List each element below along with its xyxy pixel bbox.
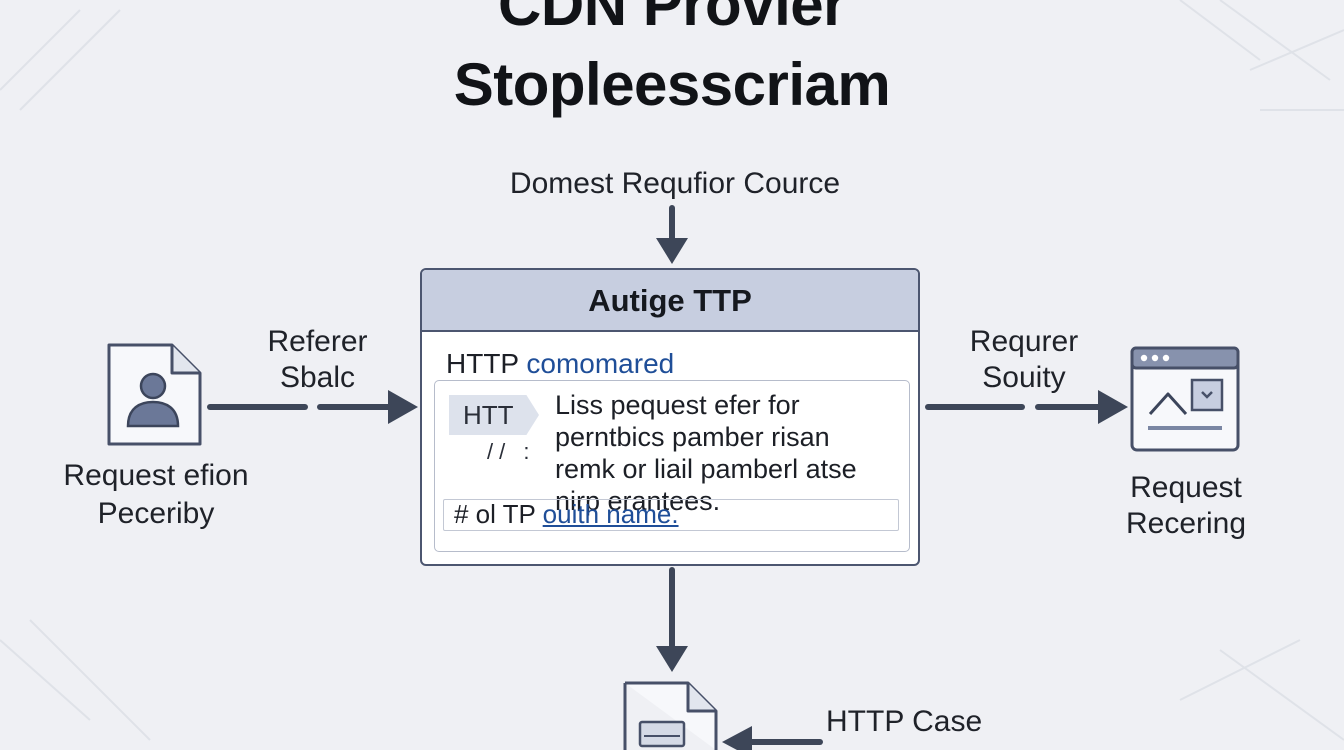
diagram-title-line-1: CDN Provier bbox=[498, 0, 846, 38]
left-node-label-1: Request efion bbox=[63, 459, 249, 492]
description-line-4: nirp erantees. bbox=[555, 486, 721, 516]
top-arrow-head bbox=[656, 238, 688, 264]
tag-marks: // : bbox=[487, 439, 536, 464]
browser-window-icon bbox=[1130, 346, 1240, 452]
right-node-label-2: Recering bbox=[1125, 507, 1247, 540]
footer-prefix: # ol TP bbox=[454, 499, 536, 529]
user-document-icon bbox=[107, 343, 202, 446]
right-arrow-head bbox=[1098, 390, 1128, 424]
right-node-label-1: Request bbox=[1130, 471, 1242, 504]
panel-header: Autige TTP bbox=[422, 270, 918, 332]
left-arrow-label-1: Referer bbox=[267, 325, 368, 358]
left-arrow-label-2: Sbalc bbox=[279, 361, 356, 394]
panel-content-box: HTT // : Liss pequest efer for perntbics… bbox=[434, 380, 910, 552]
left-node-label-2: Peceriby bbox=[97, 497, 215, 530]
footer-link[interactable]: ouith name. bbox=[542, 499, 679, 529]
panel-subtitle-accent: comomared bbox=[526, 348, 675, 379]
http-tag: HTT bbox=[449, 395, 539, 435]
main-panel: Autige TTP HTTP comomared HTT // : Liss … bbox=[420, 268, 920, 566]
source-label: Domest Requfior Cource bbox=[509, 167, 841, 200]
description-line-3: remk or liail pamberl atse bbox=[555, 454, 857, 484]
bottom-label-1: HTTP Case bbox=[826, 705, 983, 738]
bottom-arrow-head bbox=[656, 646, 688, 672]
diagram-title-line-2: Stopleesscriam bbox=[453, 51, 891, 118]
right-arrow-label-2: Souity bbox=[982, 361, 1066, 394]
panel-subtitle: HTTP comomared bbox=[446, 348, 674, 380]
panel-footer-field[interactable]: # ol TP ouith name. bbox=[443, 499, 899, 531]
panel-description: Liss pequest efer for perntbics pamber r… bbox=[555, 389, 857, 517]
document-icon bbox=[623, 681, 718, 750]
right-arrow-label-1: Requrer bbox=[969, 325, 1079, 358]
description-line-2: perntbics pamber risan bbox=[555, 422, 830, 452]
bottom-right-arrow-head bbox=[722, 726, 752, 750]
left-arrow-head bbox=[388, 390, 418, 424]
description-line-1: Liss pequest efer for bbox=[555, 390, 800, 420]
panel-subtitle-prefix: HTTP bbox=[446, 348, 519, 379]
